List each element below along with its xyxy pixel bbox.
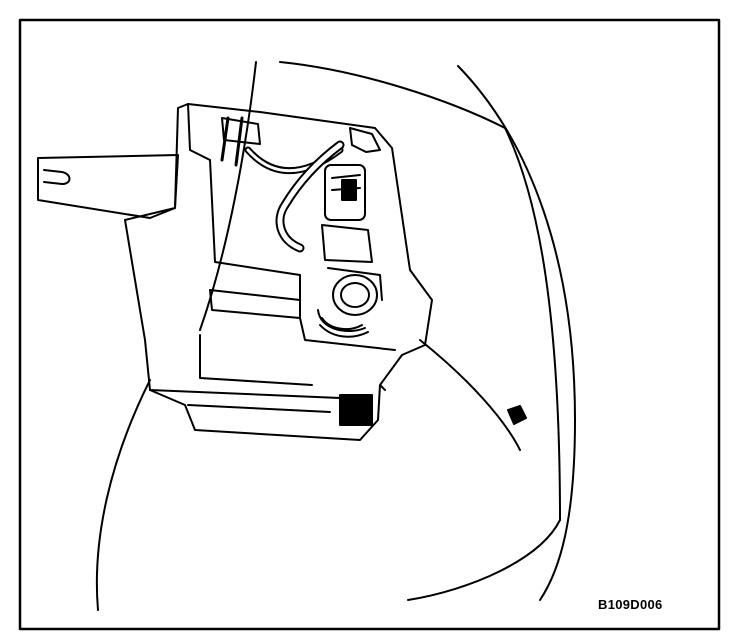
body-panel-outline xyxy=(95,61,576,611)
bulb-socket xyxy=(317,164,383,338)
figure-code-label: B109D006 xyxy=(598,597,663,612)
connector-block xyxy=(339,394,373,426)
lamp-housing xyxy=(124,103,433,441)
trim-bracket xyxy=(37,154,179,219)
wiring-harness xyxy=(220,116,381,253)
retaining-clip xyxy=(507,405,527,425)
figure-frame xyxy=(18,18,721,631)
